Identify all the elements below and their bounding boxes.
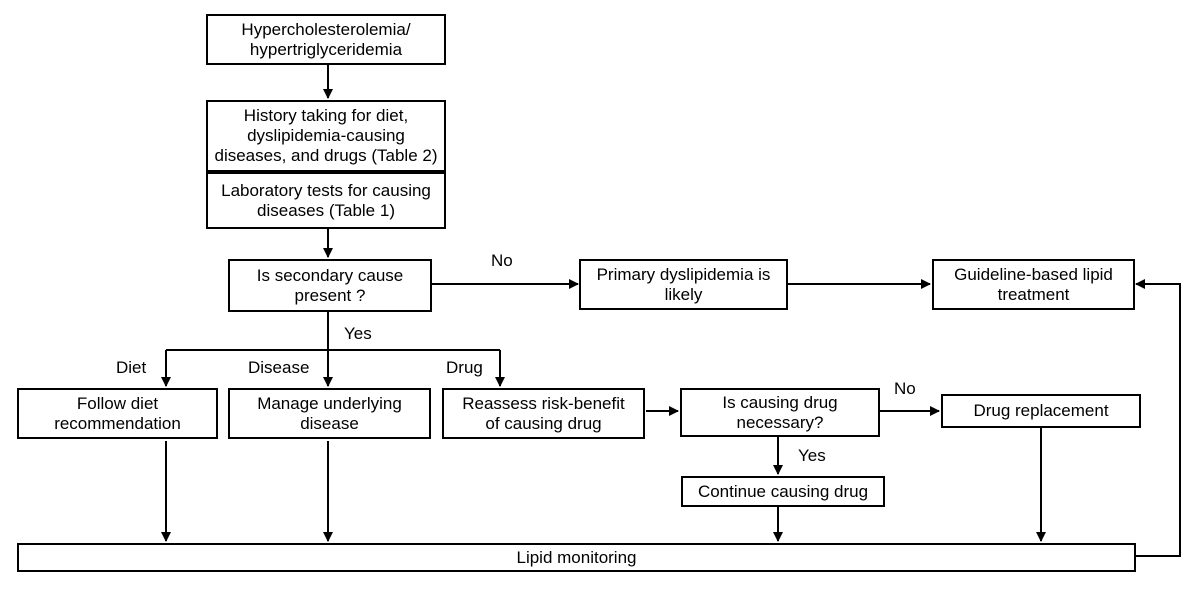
history-taking-node: History taking for diet,dyslipidemia-cau… [206, 100, 446, 172]
disease-branch-label: Disease [248, 358, 310, 377]
no-label-primary: No [491, 251, 513, 270]
diet-branch-label: Diet [116, 358, 147, 377]
continue-drug-node: Continue causing drug [681, 476, 885, 507]
start-node: Hypercholesterolemia/hypertriglyceridemi… [206, 14, 446, 65]
drug-replacement-node: Drug replacement [941, 394, 1141, 428]
arrow-monitoring-feedback [1135, 279, 1181, 557]
yes-label-continue: Yes [798, 446, 826, 465]
lipid-monitoring-node: Lipid monitoring [17, 543, 1136, 572]
yes-label-secondary: Yes [344, 324, 372, 343]
no-label-replacement: No [894, 379, 916, 398]
drug-branch-label: Drug [446, 358, 483, 377]
